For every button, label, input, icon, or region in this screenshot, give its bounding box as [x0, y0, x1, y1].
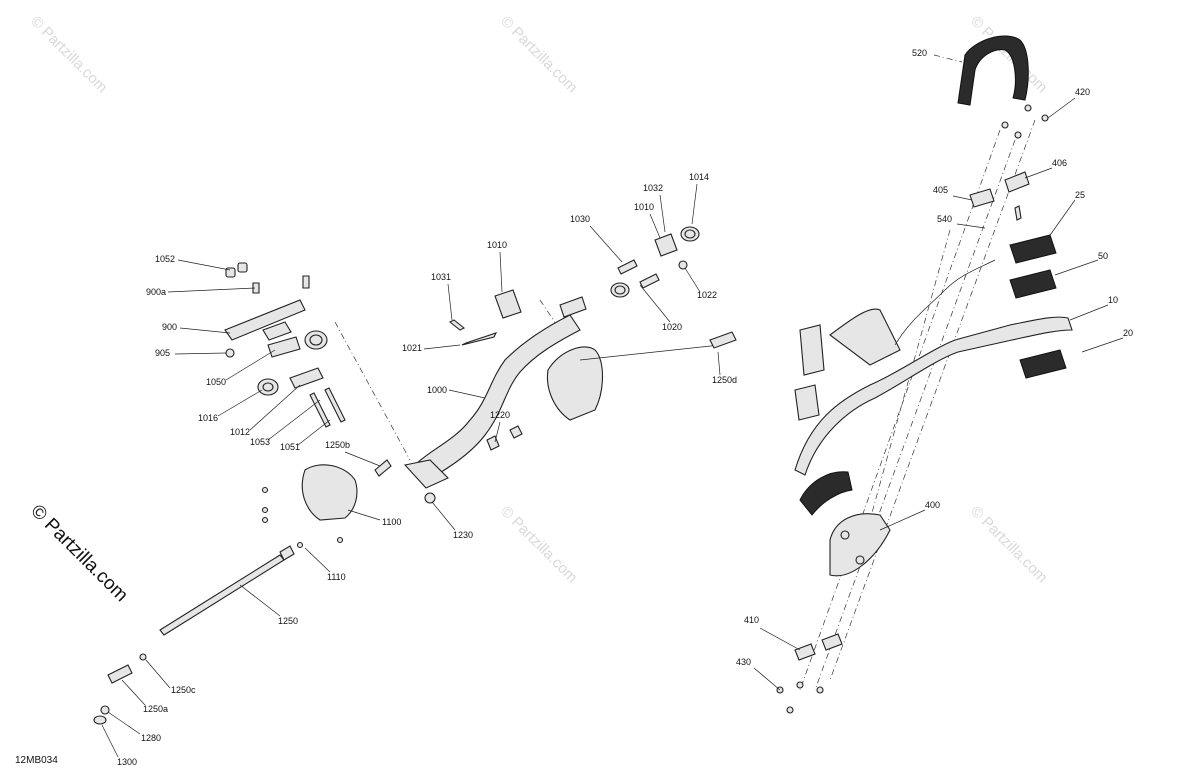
callout-label: 405 — [933, 185, 948, 195]
callout-label: 900a — [146, 287, 166, 297]
callout-label: 1000 — [427, 385, 447, 395]
steering-column-group — [403, 226, 737, 504]
callout-label: 1012 — [230, 427, 250, 437]
callout-label: 1010 — [487, 240, 507, 250]
callout-label: 406 — [1052, 158, 1067, 168]
callout-label: 400 — [925, 500, 940, 510]
callout-label: 1022 — [697, 290, 717, 300]
callout-label: 1250d — [712, 375, 737, 385]
watermark-layer: © Partzilla.com © Partzilla.com © Partzi… — [27, 13, 1050, 586]
callout-labels: 1052 900a 900 905 1050 1016 1012 1053 10… — [101, 48, 1133, 767]
callout-label: 900 — [162, 322, 177, 332]
callout-label: 1010 — [634, 202, 654, 212]
callout-label: 430 — [736, 657, 751, 667]
callout-label: 1051 — [280, 442, 300, 452]
callout-label: 1030 — [570, 214, 590, 224]
callout-label: 1250a — [143, 704, 168, 714]
watermark: © Partzilla.com — [497, 13, 580, 96]
callout-label: 520 — [912, 48, 927, 58]
callout-label: 540 — [937, 214, 952, 224]
callout-label: 1021 — [402, 343, 422, 353]
callout-label: 1052 — [155, 254, 175, 264]
watermark: © Partzilla.com — [967, 503, 1050, 586]
callout-label: 1032 — [643, 183, 663, 193]
callout-label: 1100 — [382, 517, 401, 527]
watermark: © Partzilla.com — [27, 13, 110, 96]
callout-label: 10 — [1108, 295, 1118, 305]
callout-label: 1050 — [206, 377, 226, 387]
callout-label: 1230 — [453, 530, 473, 540]
callout-label: 1250c — [171, 685, 196, 695]
watermark-main: © Partzilla.com — [26, 501, 131, 606]
callout-label: 1020 — [662, 322, 682, 332]
callout-label: 50 — [1098, 251, 1108, 261]
callout-label: 20 — [1123, 328, 1133, 338]
callout-label: 1220 — [490, 410, 510, 420]
tie-rod-group — [93, 459, 392, 725]
assembly-lines — [334, 119, 1036, 691]
callout-label: 1110 — [327, 572, 346, 582]
upper-clamp-group — [224, 262, 346, 428]
callout-label: 1250b — [325, 440, 350, 450]
callout-label: 1053 — [250, 437, 270, 447]
callout-label: 1250 — [278, 616, 298, 626]
callout-label: 410 — [744, 615, 759, 625]
callout-label: 25 — [1075, 190, 1085, 200]
diagram-code: 12MB034 — [15, 755, 58, 766]
callout-label: 1014 — [689, 172, 709, 182]
callout-label: 1280 — [141, 733, 161, 743]
callout-label: 905 — [155, 348, 170, 358]
callout-label: 1300 — [117, 757, 137, 767]
callout-label: 420 — [1075, 87, 1090, 97]
callout-label: 1016 — [198, 413, 218, 423]
watermark: © Partzilla.com — [497, 503, 580, 586]
callout-label: 1031 — [431, 272, 451, 282]
handlebar-group — [776, 35, 1073, 714]
